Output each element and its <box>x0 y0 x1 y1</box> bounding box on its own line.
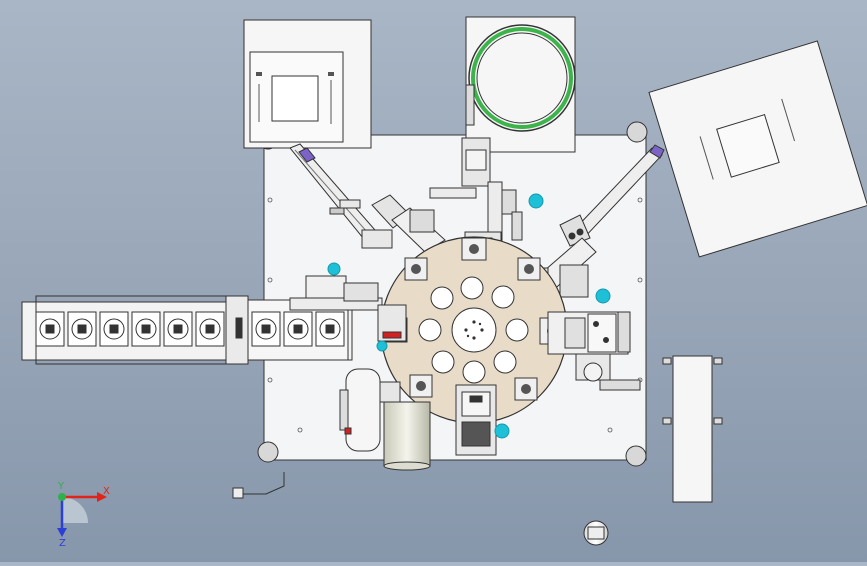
bracket-part <box>232 472 285 499</box>
right-vibratory-feeder <box>648 40 867 258</box>
z-axis-label: Z <box>59 538 66 549</box>
axis-triad: X Y Z <box>57 481 110 549</box>
bottom-eject-station <box>455 384 497 456</box>
coil-feeder <box>465 16 576 153</box>
foot-bottom-left <box>257 441 279 463</box>
x-axis-arrowhead <box>97 492 107 502</box>
foot-top-right <box>626 121 648 143</box>
left-pick-station <box>329 194 446 253</box>
z-axis-arrowhead <box>57 528 67 537</box>
drive-motor <box>339 368 431 471</box>
left-conveyor <box>21 275 407 365</box>
foot-bottom-right <box>625 445 647 467</box>
side-rack <box>662 355 723 503</box>
left-vibratory-feeder <box>243 19 372 149</box>
x-axis-label: X <box>103 486 110 497</box>
loose-bearing <box>583 520 609 546</box>
y-axis-dot <box>58 493 66 501</box>
right-press-station <box>547 311 641 391</box>
y-axis-label: Y <box>57 481 65 492</box>
cyan-markers <box>327 193 611 439</box>
